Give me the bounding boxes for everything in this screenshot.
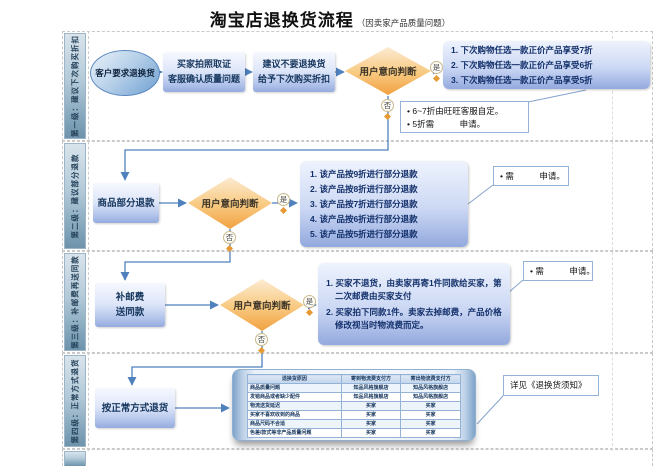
note2-line: • 需 申请。 <box>500 171 565 181</box>
lane-5-label-stub <box>64 451 86 466</box>
step-photo-line2: 客服确认质量问题 <box>167 74 240 84</box>
decision2-text: 用户意向判断 <box>201 199 259 210</box>
lane-1-label-text: 第一级：建议下次购买折扣 <box>70 35 80 137</box>
fee-table-header: 寄出物流费支付方 <box>400 374 461 384</box>
fee-table-header-row: 退换货原因 寄到物流费支付方 寄出物流费支付方 <box>247 374 461 384</box>
fee-cell: 买家不喜欢收到的商品 <box>247 410 342 420</box>
fee-cell: 买家 <box>400 428 461 438</box>
result2-box: 1. 该产品按9折进行部分退款 2. 该产品按8折进行部分退款 3. 该产品按7… <box>300 161 468 247</box>
fee-table-row: 发错商品或者缺少配件 知品风格旗舰店 知品风格旗舰店 <box>247 392 461 402</box>
step-photo-evidence-box: 买家拍照取证 客服确认质量问题 <box>163 52 245 92</box>
note4-line: 详见《退换货须知》 <box>510 380 587 390</box>
fee-cell: 买家 <box>400 401 461 411</box>
step-postage-box: 补邮费 送同款 <box>95 283 165 327</box>
lane-2-label: 第二级：建议部分退款 <box>64 143 86 249</box>
fee-cell: 知品风格旗舰店 <box>400 392 461 402</box>
page-boundary-line <box>612 31 613 451</box>
step-suggest-discount-box: 建议不要退换货 给予下次购买折扣 <box>253 52 335 92</box>
result3-box: 1. 买家不退货，由卖家再寄1件同款给买家，第二次邮费由买家支付 2. 买家拍下… <box>318 263 510 345</box>
result3-item: 2. 买家拍下同款1件。卖家去掉邮费，产品价格修改视当时物流费而定。 <box>326 307 502 330</box>
note3-callout: • 需 申请。 <box>523 261 595 281</box>
decision3-yes-badge: 是 <box>303 295 316 308</box>
result2-item: 2. 该产品按8折进行部分退款 <box>310 183 418 194</box>
fee-cell: 商品尺码不合适 <box>247 419 342 429</box>
step-partial-refund-box: 商品部分退款 <box>93 183 159 223</box>
result2-item: 1. 该产品按9折进行部分退款 <box>310 168 418 179</box>
lane-5-band <box>62 449 653 466</box>
step-postage-line1: 补邮费 <box>115 292 145 303</box>
fee-cell: 商品质量问题 <box>247 383 342 393</box>
note3-line: • 需 申请。 <box>530 266 595 276</box>
note1-line: • 6~7折由旺旺客服自定。 <box>407 106 504 116</box>
note4-callout: 详见《退换货须知》 <box>503 375 599 396</box>
decision1-text: 用户意向判断 <box>359 67 417 78</box>
lane-3-label: 第三级：补邮费再送同款 <box>64 253 86 351</box>
lane-4-label: 第四级：正常方式退货 <box>64 355 86 447</box>
result2-item: 5. 该产品按5折进行部分退款 <box>310 228 418 239</box>
lane-3-label-text: 第三级：补邮费再送同款 <box>70 255 80 349</box>
step-postage-line2: 送同款 <box>115 307 145 318</box>
fee-cell: 发错商品或者缺少配件 <box>247 392 342 402</box>
step-partial-refund-text: 商品部分退款 <box>97 197 155 209</box>
result2-item: 3. 该产品按7折进行部分退款 <box>310 198 418 209</box>
fee-cell: 买家 <box>340 410 402 420</box>
fee-cell: 物流送货延迟 <box>247 401 342 411</box>
result3-item: 1. 买家不退货，由卖家再寄1件同款给买家，第二次邮费由买家支付 <box>326 278 502 301</box>
result2-item: 4. 该产品按6折进行部分退款 <box>310 213 418 224</box>
fee-table-row: 物流送货延迟 买家 买家 <box>247 401 461 411</box>
fee-table-header: 退换货原因 <box>247 374 342 384</box>
lane-2-label-text: 第二级：建议部分退款 <box>70 153 80 239</box>
decision3-no-badge: 否 <box>255 333 268 346</box>
step-photo-line1: 买家拍照取证 <box>176 59 231 69</box>
fee-table-row: 买家不喜欢收到的商品 买家 买家 <box>247 410 461 420</box>
fee-cell: 知品风格旗舰店 <box>400 383 461 393</box>
result1-item: 2. 下次购物任选一款正价产品享受6折 <box>451 59 593 70</box>
fee-table-row: 商品尺码不合适 买家 买家 <box>247 419 461 429</box>
step-normal-return-text: 按正常方式退货 <box>101 402 169 414</box>
fee-cell: 色差/款式等非产品质量问题 <box>247 428 342 438</box>
title-main: 淘宝店退换货流程 <box>209 11 354 30</box>
decision2-yes-badge: 是 <box>277 193 290 206</box>
step-suggest-line1: 建议不要退换货 <box>262 59 326 69</box>
page-title: 淘宝店退换货流程 （因卖家产品质量问题） <box>0 6 660 31</box>
decision3-text: 用户意向判断 <box>233 301 291 312</box>
fee-cell: 知品风格旗舰店 <box>340 392 402 402</box>
decision1-no-badge: 否 <box>381 99 394 112</box>
decision1-yes-badge: 是 <box>430 61 443 74</box>
fee-cell: 买家 <box>340 428 402 438</box>
fee-cell: 买家 <box>340 419 402 429</box>
result1-box: 1. 下次购物任选一款正价产品享受7折 2. 下次购物任选一款正价产品享受6折 … <box>443 41 650 89</box>
fee-cell: 买家 <box>400 419 461 429</box>
step-normal-return-box: 按正常方式退货 <box>95 388 175 428</box>
shipping-fee-table: 退换货原因 寄到物流费支付方 寄出物流费支付方 商品质量问题 知品风格旗舰店 知… <box>247 374 461 438</box>
lane-1-label: 第一级：建议下次购买折扣 <box>64 33 86 139</box>
fee-cell: 买家 <box>340 401 402 411</box>
decision2-no-badge: 否 <box>223 231 236 244</box>
step-suggest-line2: 给予下次购买折扣 <box>257 74 330 84</box>
note1-line: • 5折需 申请。 <box>407 118 486 129</box>
fee-table-row: 色差/款式等非产品质量问题 买家 买家 <box>247 428 461 438</box>
result1-item: 3. 下次购物任选一款正价产品享受5折 <box>451 74 593 85</box>
start-ellipse-text: 客户要求退换货 <box>95 68 155 78</box>
fee-table-row: 商品质量问题 知品风格旗舰店 知品风格旗舰店 <box>247 383 461 393</box>
note1-callout: • 6~7折由旺旺客服自定。 • 5折需 申请。 <box>400 101 529 133</box>
fee-table-header: 寄到物流费支付方 <box>340 374 402 384</box>
fee-cell: 知品风格旗舰店 <box>340 383 402 393</box>
title-sub: （因卖家产品质量问题） <box>356 18 451 28</box>
note2-callout: • 需 申请。 <box>493 166 569 186</box>
start-ellipse: 客户要求退换货 <box>90 50 160 96</box>
result1-item: 1. 下次购物任选一款正价产品享受7折 <box>451 44 593 55</box>
label-separator-line <box>88 31 89 451</box>
fee-cell: 买家 <box>400 410 461 420</box>
lane-4-label-text: 第四级：正常方式退货 <box>70 358 80 444</box>
